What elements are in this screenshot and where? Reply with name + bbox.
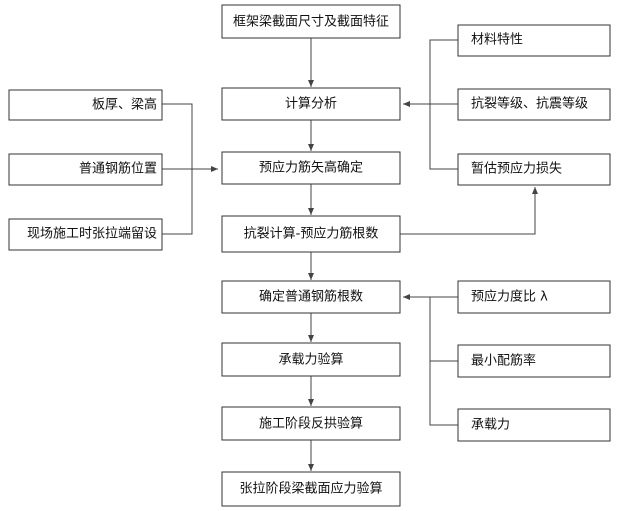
node-label: 预应力筋矢高确定 xyxy=(259,160,363,176)
node-camber-check: 施工阶段反拱验算 xyxy=(221,406,401,441)
node-bearing-capacity-check: 承载力验算 xyxy=(221,342,401,377)
node-label: 框架梁截面尺寸及截面特征 xyxy=(233,15,389,30)
node-label: 抗裂等级、抗震等级 xyxy=(471,96,588,112)
connector-l3 xyxy=(162,169,193,235)
node-label: 板厚、梁高 xyxy=(92,97,157,113)
node-label: 计算分析 xyxy=(285,97,337,112)
node-label: 施工阶段反拱验算 xyxy=(259,416,363,432)
node-tendon-sag: 预应力筋矢高确定 xyxy=(221,151,401,185)
node-label: 预应力度比 λ xyxy=(471,289,548,305)
node-min-reinforcement-ratio: 最小配筋率 xyxy=(457,344,611,378)
connectors xyxy=(162,38,538,471)
node-material-properties: 材料特性 xyxy=(457,24,611,57)
node-stress-check: 张拉阶段梁截面应力验算 xyxy=(221,471,401,507)
node-crack-calculation: 抗裂计算-预应力筋根数 xyxy=(221,215,401,253)
connector-r3 xyxy=(429,104,458,170)
node-label: 普通钢筋位置 xyxy=(79,161,157,177)
node-label: 承载力验算 xyxy=(278,352,343,368)
node-slab-beam-height: 板厚、梁高 xyxy=(8,89,163,121)
node-frame-beam-section: 框架梁截面尺寸及截面特征 xyxy=(221,4,401,39)
node-label: 现场施工时张拉端留设 xyxy=(27,227,157,242)
connector-r5 xyxy=(429,297,458,362)
node-label: 承载力 xyxy=(471,418,510,433)
node-label: 材料特性 xyxy=(471,33,523,48)
connector-r1 xyxy=(429,39,458,104)
node-ordinary-rebar-count: 确定普通钢筋根数 xyxy=(221,280,401,314)
node-anchor-end-reservation: 现场施工时张拉端留设 xyxy=(8,218,163,251)
connector-r6 xyxy=(429,297,458,426)
arrow-n4-r3 xyxy=(400,187,538,235)
node-label: 抗裂计算-预应力筋根数 xyxy=(244,226,379,242)
node-label: 暂估预应力损失 xyxy=(471,161,562,177)
node-crack-seismic-grade: 抗裂等级、抗震等级 xyxy=(457,88,611,121)
connector-l1 xyxy=(162,103,193,169)
node-label: 最小配筋率 xyxy=(471,353,536,369)
node-label: 张拉阶段梁截面应力验算 xyxy=(239,481,382,497)
node-prestress-loss: 暂估预应力损失 xyxy=(457,153,611,186)
node-label: 确定普通钢筋根数 xyxy=(259,289,363,305)
node-rebar-position: 普通钢筋位置 xyxy=(8,153,163,186)
node-calculation-analysis: 计算分析 xyxy=(221,87,401,121)
node-prestress-ratio: 预应力度比 λ xyxy=(457,280,611,314)
node-bearing-capacity: 承载力 xyxy=(457,408,611,442)
